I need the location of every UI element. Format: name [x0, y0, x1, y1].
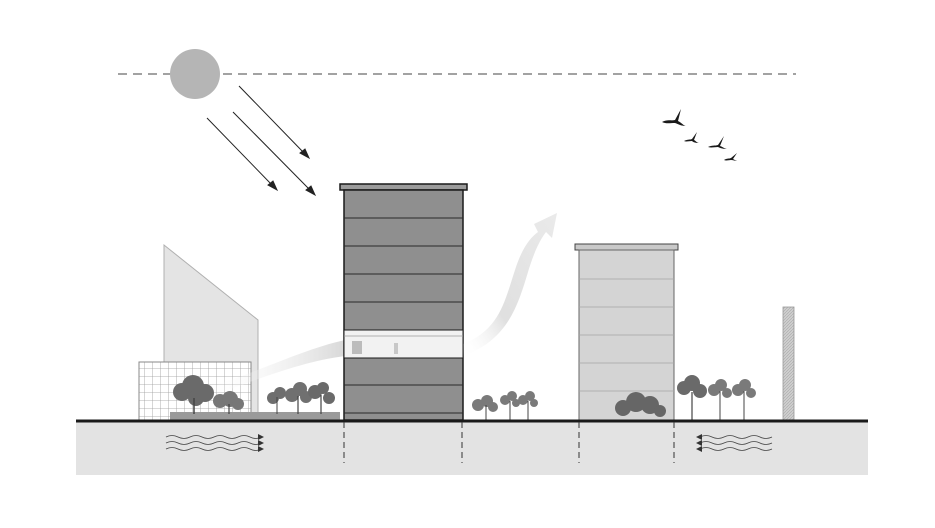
- airflow-out: [463, 213, 557, 356]
- right-building: [574, 243, 679, 421]
- wind-arrows-right-icon: [699, 435, 773, 451]
- sun-rays: [206, 85, 317, 197]
- wind-arrows-icon: [165, 435, 263, 451]
- tree-icon: [170, 375, 756, 420]
- sky-garden-floor: [343, 329, 464, 359]
- airflow-in: [200, 340, 345, 398]
- underground-band: [76, 421, 868, 475]
- foundation-lines: [343, 422, 675, 463]
- chimney: [782, 306, 795, 421]
- birds-icon: [662, 109, 738, 161]
- main-building: [339, 183, 468, 425]
- greenhouse-grid: [138, 361, 252, 421]
- sun-icon: [170, 49, 220, 99]
